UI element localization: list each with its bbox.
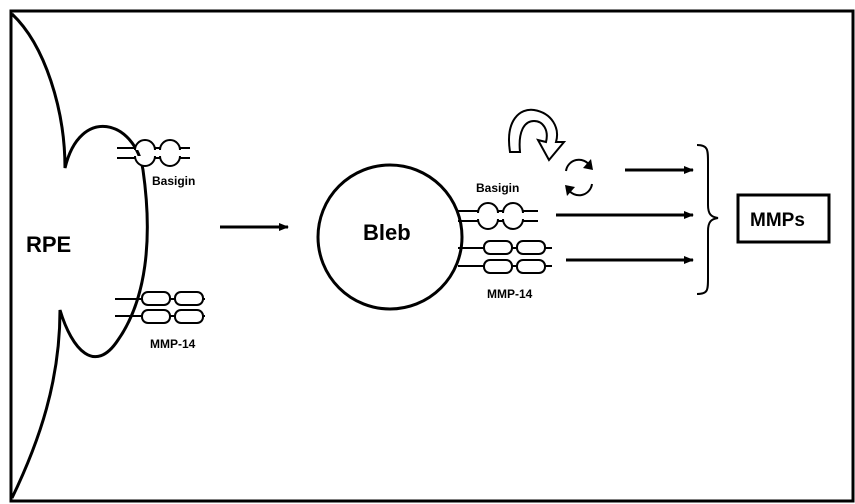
curved-feedback-arrow [508, 108, 567, 162]
mmp14-receptor-cell [115, 291, 205, 324]
basigin-label-cell: Basigin [152, 174, 195, 188]
mmps-box [736, 193, 831, 244]
curly-brace [696, 144, 719, 295]
basigin-label-bleb: Basigin [476, 181, 519, 195]
rpe-cell-outline [10, 12, 149, 499]
mmps-label: MMPs [750, 210, 805, 231]
basigin-receptor-cell [117, 139, 190, 167]
bleb-label: Bleb [363, 220, 411, 245]
bleb-circle [316, 163, 464, 311]
basigin-receptor-bleb [458, 202, 538, 230]
mmp14-label-bleb: MMP-14 [487, 287, 533, 301]
mmp14-label-cell: MMP-14 [150, 337, 196, 351]
figure-frame [9, 9, 855, 503]
rpe-label: RPE [26, 232, 71, 257]
mmp14-receptor-bleb [458, 240, 552, 274]
recycle-icon [565, 158, 593, 197]
